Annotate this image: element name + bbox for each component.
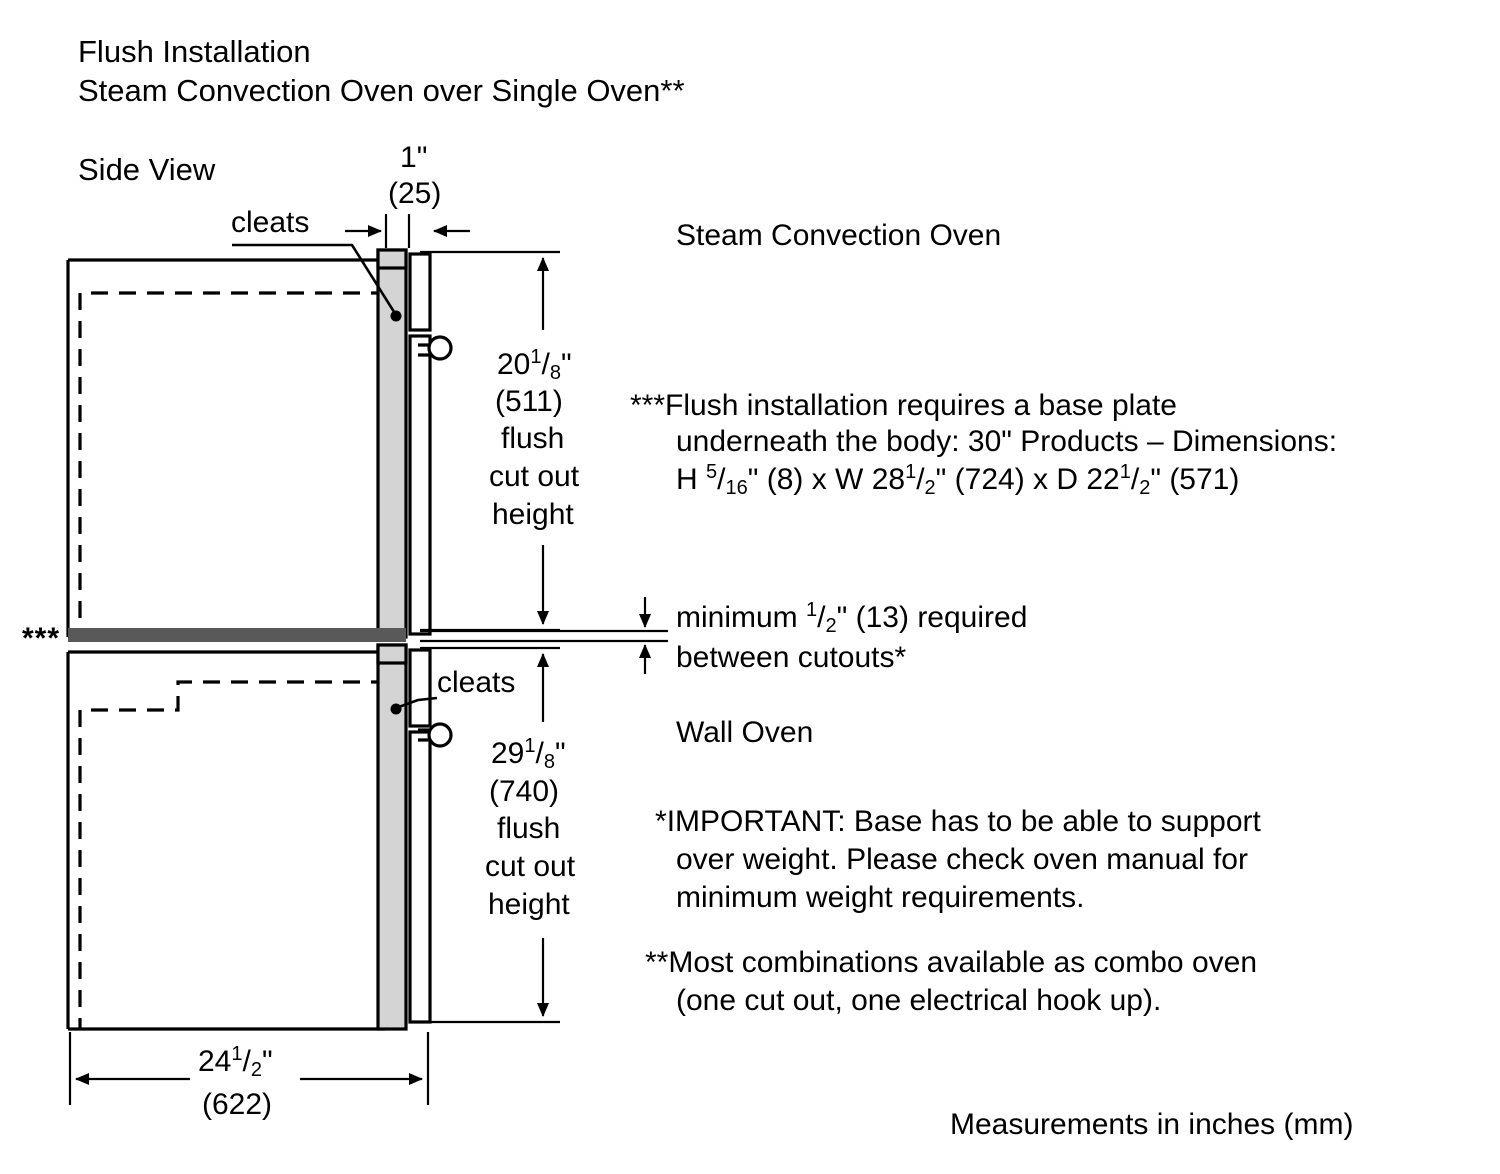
depth-mm: (622) [202,1088,272,1121]
footnote-important-line-3: minimum weight requirements. [676,881,1084,914]
footnote-important-line-2: over weight. Please check oven manual fo… [676,843,1248,876]
depth-value: 241/2" [198,1043,273,1081]
lower-cabinet-dashed-inset [78,680,388,1029]
cleats-leader-dot-upper [390,310,402,322]
upper-cabinet-dashed-inset [78,291,388,637]
page-title-line-1: Flush Installation [78,34,311,69]
view-label: Side View [78,152,216,187]
lower-cutout-desc-1: flush [497,812,560,845]
wall-thickness-mm: (25) [388,177,441,210]
lower-cutout-desc-2: cut out [485,850,576,883]
footnote-base-plate-line-1: ***Flush installation requires a base pl… [630,389,1177,422]
upper-cutout-desc-3: height [492,498,574,531]
upper-cutout-desc-1: flush [501,422,564,455]
upper-cutout-value: 201/8" [497,346,572,384]
wall-thickness-value: 1" [400,141,427,174]
gap-note-line-2: between cutouts* [676,641,906,674]
gap-note-line-1: minimum 1/2" (13) required [676,599,1027,637]
page-title-line-2: Steam Convection Oven over Single Oven** [78,73,685,108]
cleat-bar-lower [376,643,408,1031]
lower-handle-knob [427,722,453,748]
footnote-base-plate-line-3: H 5/16" (8) x W 281/2" (724) x D 221/2" … [676,461,1239,499]
cleats-label-upper: cleats [231,206,309,239]
lower-door-panel-body [408,730,432,1024]
footnote-base-plate-line-2: underneath the body: 30" Products – Dime… [676,425,1337,458]
upper-handle-knob [427,335,453,361]
footnote-combo-line-1: **Most combinations available as combo o… [645,946,1257,979]
cleats-label-lower: cleats [437,666,515,699]
lower-cutout-mm: (740) [489,775,559,808]
lower-cutout-desc-3: height [488,888,570,921]
upper-cutout-mm: (511) [495,385,563,418]
lower-unit-label: Wall Oven [676,716,813,749]
upper-cutout-desc-2: cut out [489,460,580,493]
footnote-important-line-1: *IMPORTANT: Base has to be able to suppo… [655,805,1262,838]
cleat-cap-lower [376,643,408,665]
cleats-leader-lower [395,696,438,710]
base-plate-bar [68,628,406,642]
upper-door-panel-top [408,252,432,332]
lower-cutout-value: 291/8" [491,735,566,773]
upper-door-panel-body [408,334,432,636]
footnote-combo-line-2: (one cut out, one electrical hook up). [676,984,1161,1017]
base-plate-marker: *** [22,622,60,655]
lower-cabinet-outline [66,650,385,1031]
upper-unit-label: Steam Convection Oven [676,219,1001,252]
units-note: Measurements in inches (mm) [950,1108,1353,1141]
cleat-cap-upper [376,248,408,270]
lower-door-panel-top [408,648,432,728]
cleats-leader-dot-lower [390,703,402,715]
upper-cabinet-outline [66,258,385,639]
cleats-leader-upper [232,243,398,316]
